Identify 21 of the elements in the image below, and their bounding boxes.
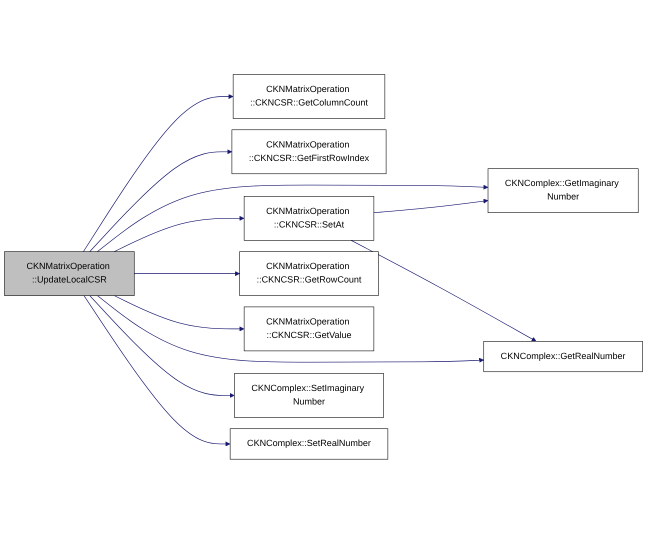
- node-box: CKNMatrixOperation ::CKNCSR::GetValue: [244, 306, 374, 352]
- arrow: [84, 295, 230, 447]
- arrow: [374, 198, 488, 214]
- arrow: [114, 295, 244, 332]
- node-box: CKNMatrixOperation ::UpdateLocalCSR: [4, 251, 135, 296]
- node-box: CKNMatrixOperation ::CKNCSR::SetAt: [244, 196, 374, 241]
- arrow: [114, 216, 244, 252]
- node-box: CKNMatrixOperation ::CKNCSR::GetColumnCount: [232, 74, 386, 119]
- node-box: CKNComplex::SetRealNumber: [230, 428, 388, 460]
- arrow: [350, 240, 536, 342]
- arrow: [83, 94, 234, 252]
- arrow: [97, 184, 488, 252]
- arrow: [97, 295, 484, 363]
- node-box: CKNComplex::SetImaginary Number: [234, 373, 384, 418]
- node-box: CKNComplex::GetRealNumber: [483, 341, 643, 372]
- node-box: CKNMatrixOperation ::CKNCSR::GetRowCount: [239, 251, 379, 296]
- node-box: CKNComplex::GetImaginary Number: [488, 168, 638, 214]
- node-box: CKNMatrixOperation ::CKNCSR::GetFirstRowIndex: [232, 130, 386, 174]
- arrow: [89, 149, 232, 252]
- arrow: [134, 271, 240, 276]
- arrow: [89, 295, 235, 398]
